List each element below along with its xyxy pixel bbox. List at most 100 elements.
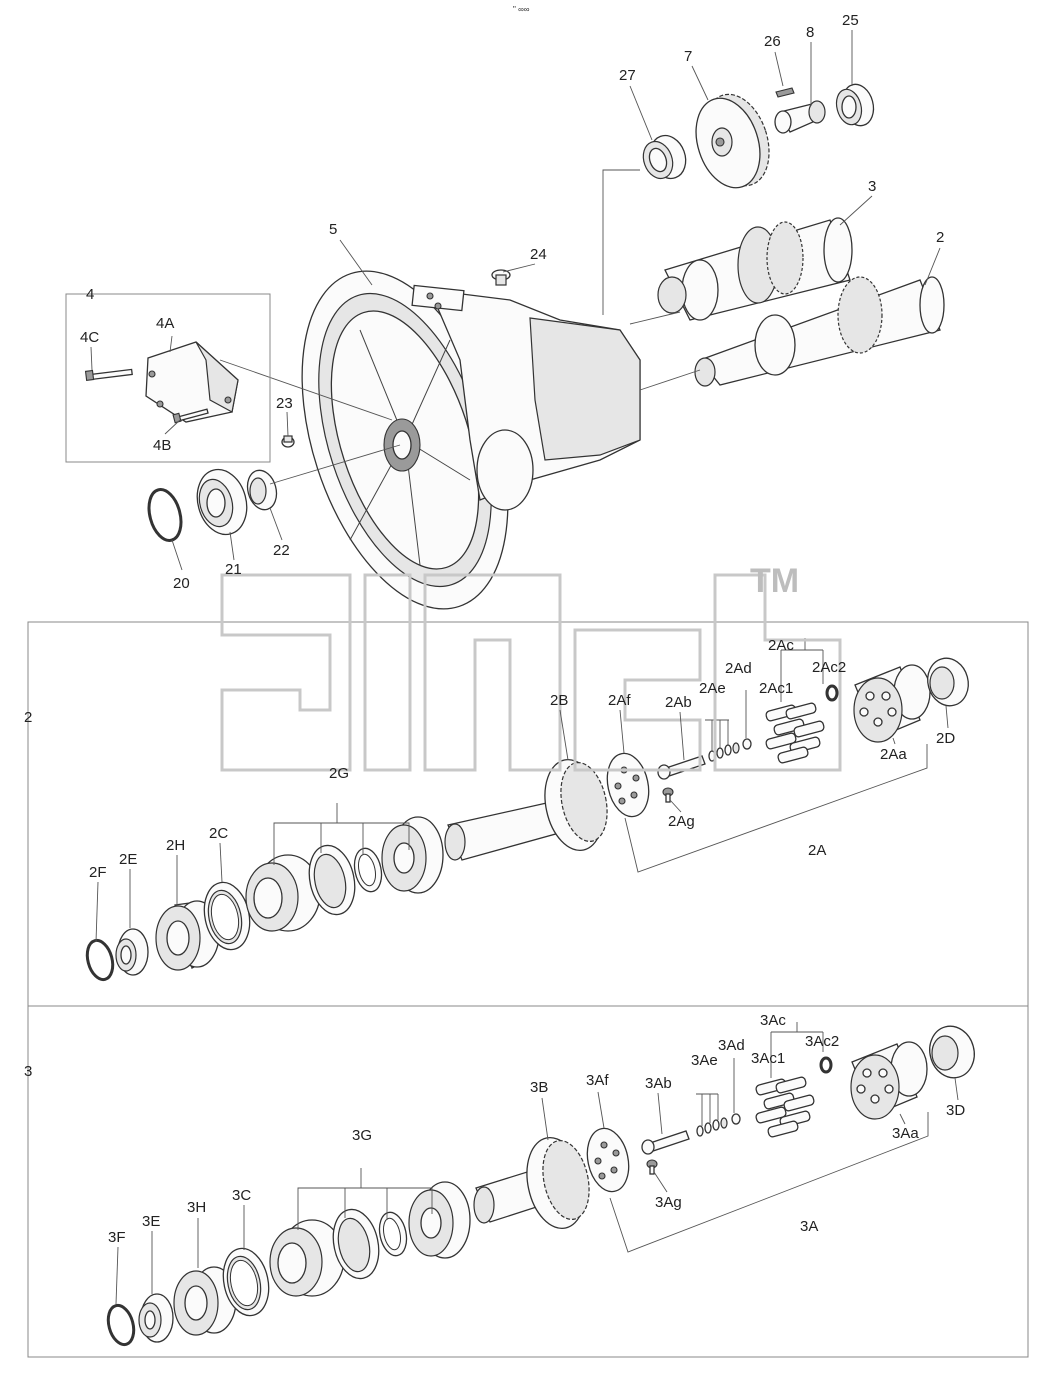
label-2C: 2C bbox=[209, 825, 228, 842]
label-3G: 3G bbox=[352, 1127, 372, 1144]
label-2G: 2G bbox=[329, 765, 349, 782]
label-3Ad: 3Ad bbox=[718, 1037, 745, 1054]
washers-3Ae bbox=[696, 1117, 728, 1137]
pistons-3Ac1 bbox=[755, 1076, 815, 1138]
group-4-box bbox=[65, 293, 271, 463]
shaft-assembly-3 bbox=[657, 217, 853, 321]
label-5: 5 bbox=[329, 221, 337, 238]
spacer-2Ad bbox=[742, 738, 752, 750]
cylinder-block-2Aa bbox=[853, 664, 931, 743]
pistons-2Ac1 bbox=[765, 702, 825, 764]
label-2E: 2E bbox=[119, 851, 137, 868]
label-2Ad: 2Ad bbox=[725, 660, 752, 677]
label-4B: 4B bbox=[153, 437, 171, 454]
spacer-3Ad bbox=[731, 1113, 741, 1125]
section-3-frame bbox=[27, 1005, 1029, 1358]
section-3-parts bbox=[106, 1022, 975, 1347]
cover-4A bbox=[145, 341, 239, 423]
valve-plate-3D bbox=[929, 1025, 975, 1079]
shaft-gear-2B bbox=[444, 758, 608, 861]
label-20: 20 bbox=[173, 575, 190, 592]
label-4A: 4A bbox=[156, 315, 174, 332]
shaft-8 bbox=[774, 100, 826, 134]
valve-plate-2D bbox=[927, 657, 969, 707]
circlip-3F bbox=[106, 1303, 136, 1347]
section-2-label: 2 bbox=[24, 709, 32, 726]
plug-23 bbox=[281, 435, 295, 448]
label-7: 7 bbox=[684, 48, 692, 65]
ring-3C bbox=[222, 1247, 270, 1317]
label-4: 4 bbox=[86, 286, 94, 303]
label-2D: 2D bbox=[936, 730, 955, 747]
housing-5 bbox=[301, 270, 641, 610]
section-3-label: 3 bbox=[24, 1063, 32, 1080]
label-3B: 3B bbox=[530, 1079, 548, 1096]
key-26 bbox=[775, 87, 795, 98]
seal-21 bbox=[196, 468, 248, 536]
label-3Ae: 3Ae bbox=[691, 1052, 718, 1069]
label-leaders bbox=[90, 30, 959, 1305]
label-2Ab: 2Ab bbox=[665, 694, 692, 711]
bearing-27 bbox=[642, 134, 687, 180]
label-2H: 2H bbox=[166, 837, 185, 854]
label-3Ag: 3Ag bbox=[655, 1194, 682, 1211]
label-2A: 2A bbox=[808, 842, 826, 859]
ring-22 bbox=[246, 469, 278, 511]
nut-3E bbox=[138, 1293, 174, 1343]
label-21: 21 bbox=[225, 561, 242, 578]
gear-7 bbox=[695, 93, 770, 189]
circlip-20 bbox=[147, 488, 183, 542]
label-3H: 3H bbox=[187, 1199, 206, 1216]
label-3Aa: 3Aa bbox=[892, 1125, 919, 1142]
screw-2Ag bbox=[662, 787, 674, 803]
pin-2Ab bbox=[657, 755, 706, 780]
label-3C: 3C bbox=[232, 1187, 251, 1204]
bearing-set-2G bbox=[245, 816, 444, 932]
pin-3Ab bbox=[641, 1130, 690, 1155]
label-3E: 3E bbox=[142, 1213, 160, 1230]
nut-2E bbox=[115, 928, 149, 976]
label-3Ac1: 3Ac1 bbox=[751, 1050, 785, 1067]
label-3D: 3D bbox=[946, 1102, 965, 1119]
watermark-trademark: TM bbox=[750, 562, 799, 600]
cylinder-block-3Aa bbox=[850, 1041, 928, 1120]
label-3F: 3F bbox=[108, 1229, 126, 1246]
shaft-gear-3B bbox=[473, 1136, 590, 1230]
label-2B: 2B bbox=[550, 692, 568, 709]
label-25: 25 bbox=[842, 12, 859, 29]
label-2Ac1: 2Ac1 bbox=[759, 680, 793, 697]
section-2-parts bbox=[85, 638, 969, 982]
bolt-4B bbox=[172, 408, 209, 424]
bearing-25 bbox=[835, 83, 875, 127]
plate-2Af bbox=[606, 752, 650, 818]
label-3Af: 3Af bbox=[586, 1072, 609, 1089]
bearing-3H bbox=[173, 1266, 237, 1336]
label-26: 26 bbox=[764, 33, 781, 50]
label-2Ac2: 2Ac2 bbox=[812, 659, 846, 676]
label-4C: 4C bbox=[80, 329, 99, 346]
label-2Ac: 2Ac bbox=[768, 637, 794, 654]
label-22: 22 bbox=[273, 542, 290, 559]
label-3: 3 bbox=[868, 178, 876, 195]
label-2Aa: 2Aa bbox=[880, 746, 907, 763]
label-2: 2 bbox=[936, 229, 944, 246]
label-2F: 2F bbox=[89, 864, 107, 881]
shaft-assembly-2 bbox=[694, 276, 945, 387]
bearing-set-3G bbox=[269, 1181, 471, 1297]
plate-3Af bbox=[586, 1127, 630, 1193]
ring-3Ac2 bbox=[819, 1056, 833, 1074]
label-2Af: 2Af bbox=[608, 692, 631, 709]
circlip-2F bbox=[85, 938, 115, 982]
plug-24 bbox=[491, 269, 511, 286]
bearing-2H bbox=[155, 900, 220, 971]
label-2Ag: 2Ag bbox=[668, 813, 695, 830]
label-3Ac: 3Ac bbox=[760, 1012, 786, 1029]
label-3Ac2: 3Ac2 bbox=[805, 1033, 839, 1050]
screw-3Ag bbox=[646, 1159, 658, 1175]
watermark-logo: TM bbox=[220, 562, 842, 772]
part-labels: 25 26 8 27 7 3 2 5 24 4 4C 4A 4B 23 20 2… bbox=[80, 12, 965, 1246]
top-assembly bbox=[65, 83, 945, 610]
label-2Ae: 2Ae bbox=[699, 680, 726, 697]
label-3A: 3A bbox=[800, 1218, 818, 1235]
